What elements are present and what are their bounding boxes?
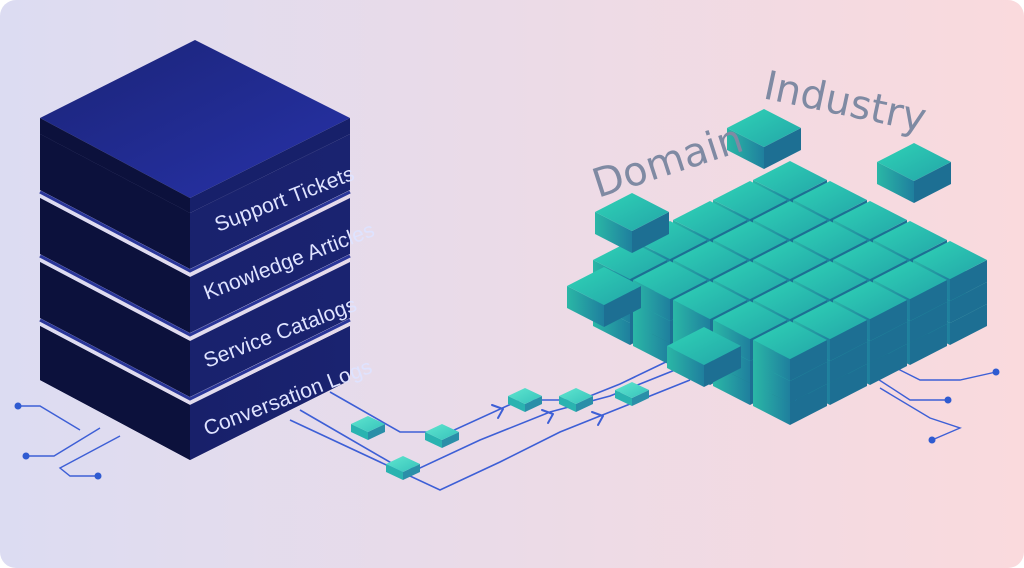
data-chip [386, 456, 420, 480]
stack-separators [39, 190, 351, 401]
data-chip [508, 388, 542, 412]
cube-4-4-0 [753, 321, 827, 381]
left-circuit-nodes [14, 402, 102, 480]
data-chips [351, 382, 649, 480]
source-stack: Support Tickets Knowledge Articles Servi… [39, 40, 378, 460]
stack-layer-knowledge-articles [40, 198, 350, 333]
floating-cube-left [595, 193, 669, 253]
data-chip [559, 388, 593, 412]
floating-cube-top [727, 109, 801, 169]
right-circuit-nodes [928, 368, 1000, 444]
cube-grid [567, 109, 987, 425]
stack-layer-support-tickets [40, 134, 350, 269]
stack-layer-service-catalogs [40, 262, 350, 397]
data-chip [425, 424, 459, 448]
right-circuit-lines [869, 359, 997, 441]
stack-top [40, 40, 350, 198]
flow-arrows [491, 404, 604, 426]
floating-cube-front [667, 327, 741, 387]
data-chip [615, 382, 649, 406]
data-chip [351, 416, 385, 440]
left-circuit-lines [18, 405, 121, 477]
floating-cube-low-left [567, 267, 641, 327]
stack-layer-conversation-logs [40, 326, 350, 460]
floating-cube-right [877, 143, 951, 203]
